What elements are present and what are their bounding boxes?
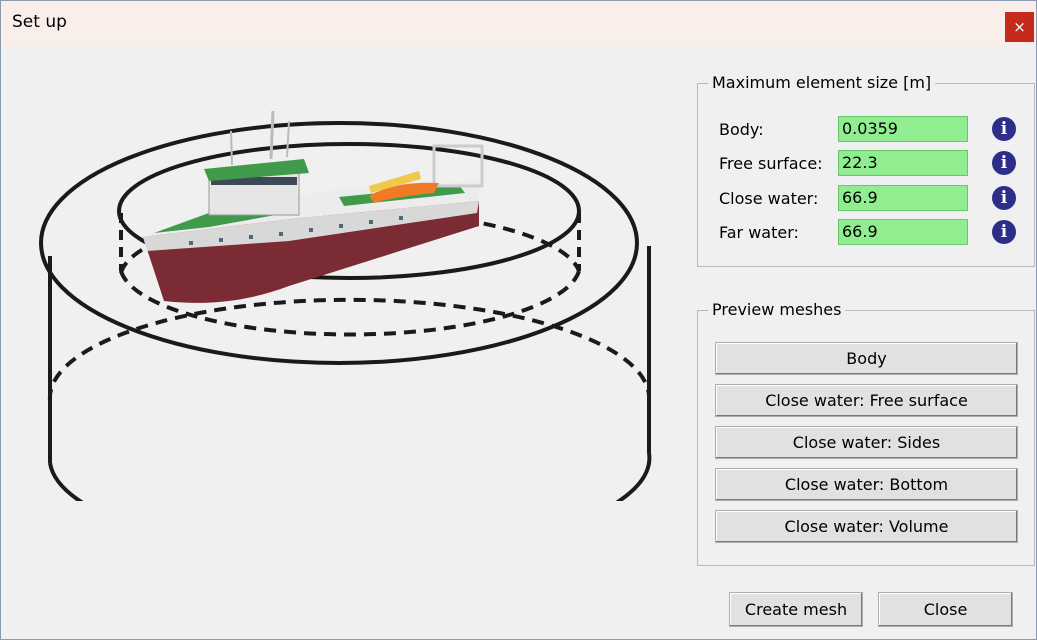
domain-illustration [39, 110, 652, 501]
close-water-size-row: Close water: i [698, 185, 1032, 215]
preview-meshes-title: Preview meshes [708, 300, 846, 319]
body-size-row: Body: i [698, 116, 1032, 146]
body-size-field[interactable] [838, 116, 968, 142]
close-water-size-field[interactable] [838, 185, 968, 211]
far-water-cylinder [39, 121, 652, 501]
far-water-size-field[interactable] [838, 219, 968, 245]
close-window-button[interactable]: × [1005, 12, 1034, 42]
close-icon: × [1013, 18, 1026, 36]
close-water-size-label: Close water: [719, 189, 819, 208]
preview-free-surface-button[interactable]: Close water: Free surface [715, 384, 1018, 417]
far-water-size-label: Far water: [719, 223, 799, 242]
info-icon[interactable]: i [992, 186, 1016, 210]
create-mesh-button[interactable]: Create mesh [729, 592, 863, 627]
free-surface-size-field[interactable] [838, 150, 968, 176]
window-title: Set up [12, 12, 67, 32]
ship-model [143, 110, 484, 303]
info-icon[interactable]: i [992, 151, 1016, 175]
element-size-title: Maximum element size [m] [708, 73, 936, 92]
preview-bottom-button[interactable]: Close water: Bottom [715, 468, 1018, 501]
preview-sides-button[interactable]: Close water: Sides [715, 426, 1018, 459]
free-surface-size-row: Free surface: i [698, 150, 1032, 180]
info-icon[interactable]: i [992, 220, 1016, 244]
element-size-group: Maximum element size [m] Body: i Free su… [697, 73, 1035, 267]
info-icon[interactable]: i [992, 117, 1016, 141]
title-bar: Set up × [1, 1, 1036, 45]
body-size-label: Body: [719, 120, 764, 139]
close-button[interactable]: Close [878, 592, 1013, 627]
far-water-size-row: Far water: i [698, 219, 1032, 249]
preview-volume-button[interactable]: Close water: Volume [715, 510, 1018, 543]
free-surface-size-label: Free surface: [719, 154, 823, 173]
preview-body-button[interactable]: Body [715, 342, 1018, 375]
preview-meshes-group: Preview meshes Body Close water: Free su… [697, 300, 1035, 566]
